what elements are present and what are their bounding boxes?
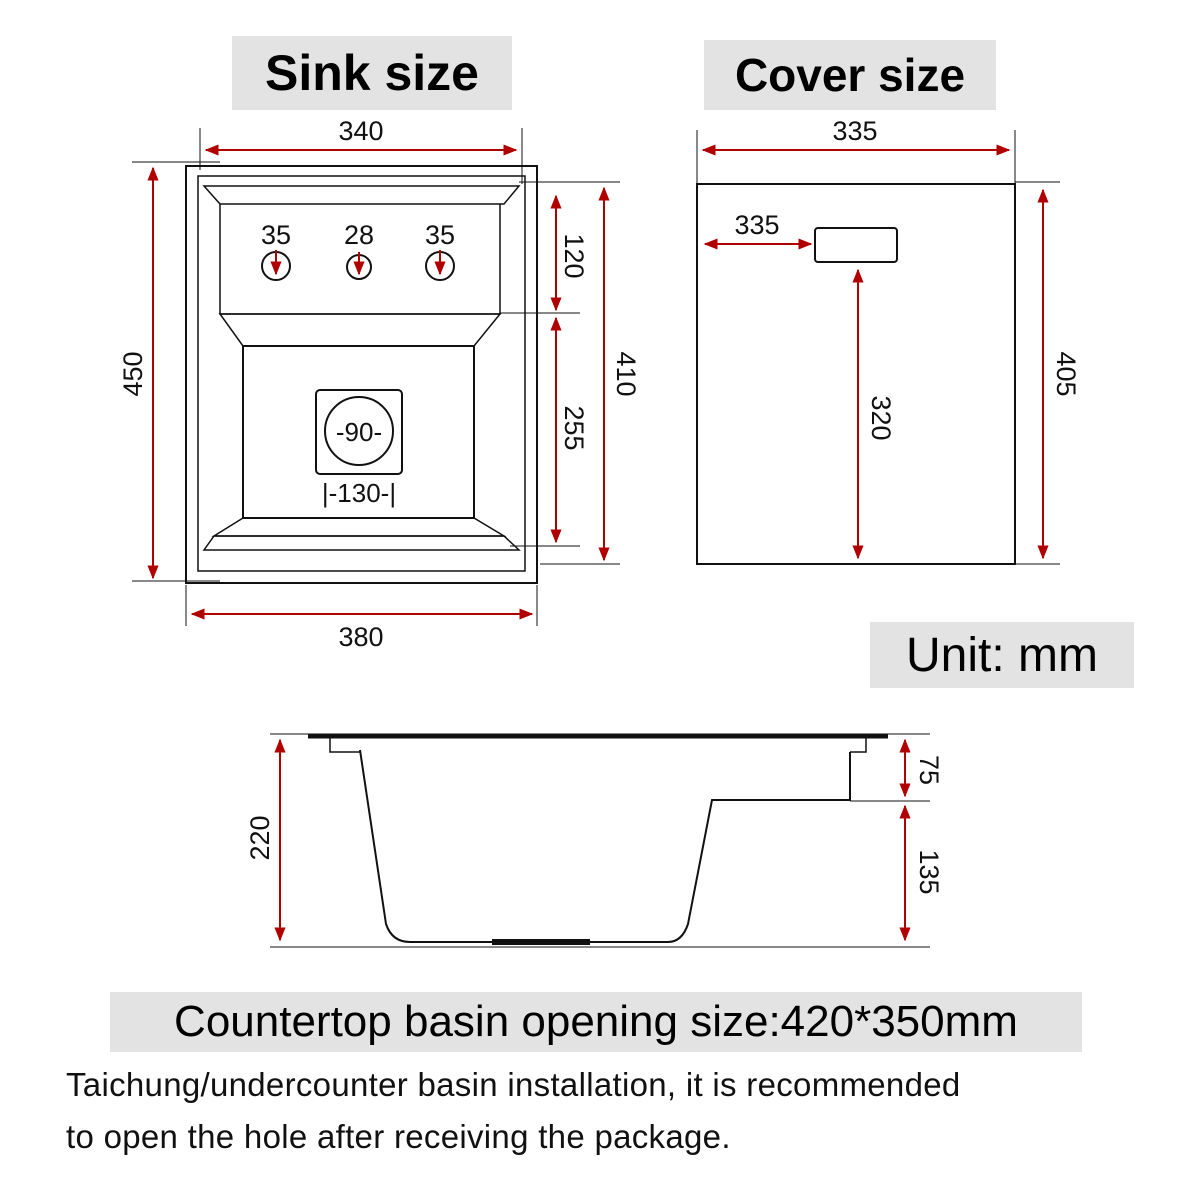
sink-dimension-lines: [132, 128, 620, 626]
sink-shelf-edge: [202, 185, 521, 205]
dim-340-label: 340: [338, 116, 383, 146]
hole-right-label: 35: [425, 220, 455, 250]
installation-note-line-1: Taichung/undercounter basin installation…: [66, 1066, 961, 1103]
handle-offset-label: 335: [734, 210, 779, 240]
sink-size-title: Sink size: [232, 36, 512, 110]
opening-size-label: Countertop basin opening size:420*350mm: [110, 992, 1082, 1052]
dim-410-label: 410: [611, 351, 641, 396]
side-dimension-lines: [270, 733, 930, 948]
dim-120-label: 120: [559, 233, 589, 278]
sink-dimension-labels: 340 380 450 410 120 255 35 28 35 -90- |-…: [118, 116, 641, 652]
unit-label: Unit: mm: [870, 622, 1134, 688]
cover-top-view: [696, 183, 1016, 565]
hole-left-label: 35: [261, 220, 291, 250]
side-height-label: 220: [245, 815, 275, 860]
drain-box-label: |-130-|: [322, 478, 396, 508]
side-top-step-label: 75: [914, 755, 944, 785]
cover-width-label: 335: [832, 116, 877, 146]
cover-dimension-labels: 335 335 320 405: [734, 116, 1081, 441]
cover-handle: [814, 227, 898, 263]
cover-height-label: 405: [1051, 351, 1081, 396]
installation-note-line-2: to open the hole after receiving the pac…: [66, 1118, 731, 1155]
sink-basin-top-edge: [218, 313, 502, 347]
cover-dimension-lines: [696, 130, 1060, 565]
handle-height-label: 320: [866, 395, 896, 440]
side-dimension-labels: 220 75 135: [245, 755, 944, 895]
hole-mid-label: 28: [344, 220, 374, 250]
dim-450-label: 450: [118, 351, 148, 396]
drain-diameter-label: -90-: [336, 417, 382, 447]
side-bottom-step-label: 135: [914, 849, 944, 894]
sink-inner-rim: [197, 175, 526, 572]
dim-380-label: 380: [338, 622, 383, 652]
drain-circle: [324, 396, 394, 466]
sink-basin-bottom-edge: [202, 535, 521, 551]
drain-box: [315, 389, 403, 475]
sink-outer-rim: [185, 165, 538, 584]
dim-255-label: 255: [559, 405, 589, 450]
sink-top-view: [185, 165, 538, 584]
sink-side-view: [308, 733, 888, 945]
cover-size-title: Cover size: [704, 40, 996, 110]
side-basin-profile: [359, 749, 851, 943]
cover-plate: [696, 183, 1016, 565]
